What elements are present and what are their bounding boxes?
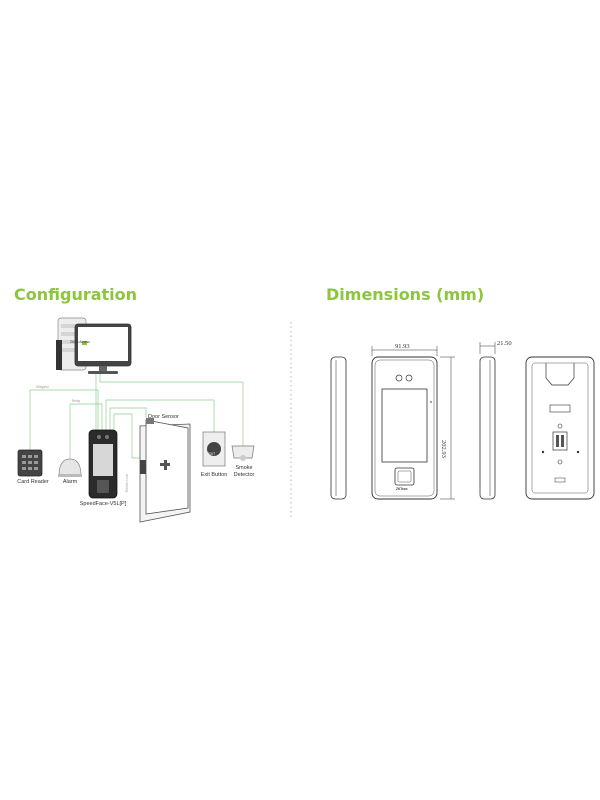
wire-label-wiegand: Wiegand <box>36 385 49 389</box>
wiring-lines <box>29 374 244 460</box>
exit-button-label: Exit Button <box>200 472 228 478</box>
smoke-detector-label-line1: Smoke <box>235 465 253 471</box>
card-reader-icon <box>17 449 43 477</box>
dimensions-heading: Dimensions (mm) <box>326 285 485 304</box>
alarm-icon <box>58 458 82 477</box>
device-brand-text: ZKTeco <box>396 487 408 491</box>
front-view <box>371 356 438 500</box>
exit-button-face-text: EXIT <box>208 452 216 456</box>
side-profile-right <box>479 356 496 500</box>
height-value: 202.93 <box>440 440 447 458</box>
width-dimension-line <box>371 346 438 356</box>
depth-dimension-line <box>479 342 496 354</box>
height-dimension-line <box>440 356 455 500</box>
alarm-label: Alarm <box>62 479 78 485</box>
wire-label-relay: Relay <box>72 399 81 403</box>
speedface-device-icon <box>88 429 118 499</box>
monitor-brand-text: ZKBio Access <box>70 340 90 344</box>
monitor-icon <box>74 323 132 374</box>
door-icon <box>139 418 191 523</box>
smoke-detector-icon <box>231 445 255 461</box>
depth-value: 21.50 <box>497 340 512 347</box>
card-reader-label: Card Reader <box>17 479 49 485</box>
exit-button-icon <box>202 431 226 467</box>
device-label: SpeedFace-V5L[P] <box>79 501 127 507</box>
width-value: 91.93 <box>395 343 410 350</box>
door-sensor-label: Door Sensor <box>148 414 179 420</box>
side-profile-left <box>330 356 347 500</box>
configuration-heading: Configuration <box>14 285 138 304</box>
smoke-detector-label-line2: Detector <box>233 472 255 478</box>
back-view <box>525 356 595 500</box>
